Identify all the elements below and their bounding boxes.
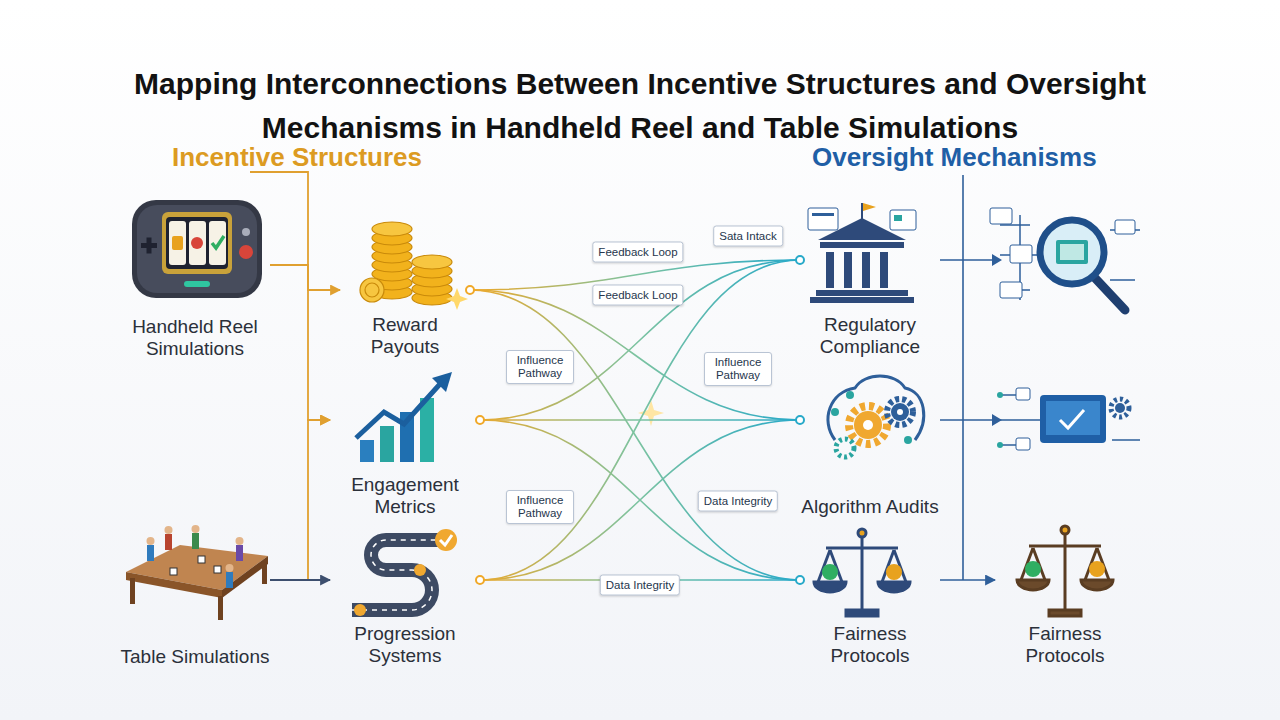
- wire-tag: Feedback Loop: [592, 242, 683, 263]
- diagram-title: Mapping Interconnections Between Incenti…: [90, 62, 1190, 150]
- connector: [940, 579, 995, 581]
- node-label: Reward Payouts: [340, 314, 470, 358]
- connector: [270, 265, 340, 290]
- connector: [270, 265, 330, 420]
- chart-icon: [356, 372, 452, 462]
- node-label: Fairness Protocols: [995, 623, 1135, 667]
- bracket-lines: [250, 172, 1002, 580]
- connector: [470, 290, 800, 420]
- node-label: Progression Systems: [330, 623, 480, 667]
- connector: [480, 260, 800, 580]
- road-icon: [352, 529, 457, 616]
- endpoint-dot: [476, 576, 484, 584]
- connector: [480, 420, 800, 580]
- wire-tag: Data Integrity: [698, 491, 778, 512]
- node-box: Fairness Protocols: [995, 520, 1135, 667]
- sparkle: [638, 400, 664, 426]
- arrow-head: [992, 254, 1002, 426]
- gear-brain-icon: [828, 376, 924, 457]
- wire-tag: Influence Pathway: [704, 352, 772, 386]
- endpoint-dot: [796, 416, 804, 424]
- node-label: Regulatory Compliance: [800, 314, 940, 358]
- wire-tag: Influence Pathway: [506, 490, 574, 524]
- node-box: Handheld Reel Simulations: [120, 195, 270, 360]
- node-label: Fairness Protocols: [800, 623, 940, 667]
- endpoint-dot: [476, 416, 484, 424]
- wire-tag: Sata Intack: [713, 226, 783, 247]
- node-label: Engagement Metrics: [330, 474, 480, 518]
- section-heading: Oversight Mechanisms: [812, 142, 1097, 173]
- wire-tag: Data Integrity: [600, 575, 680, 596]
- connector: [470, 290, 800, 580]
- node-label: Handheld Reel Simulations: [120, 316, 270, 360]
- node-box: Algorithm Audits: [800, 375, 940, 518]
- connector: [480, 420, 800, 580]
- audit-magnifier-icon: [990, 208, 1140, 310]
- connector: [480, 260, 800, 420]
- table-icon: [126, 525, 268, 620]
- wire-tag: Feedback Loop: [592, 285, 683, 306]
- node-box: Engagement Metrics: [330, 370, 480, 518]
- endpoint-dot: [796, 256, 804, 264]
- console-icon: [132, 200, 262, 298]
- node-box: Fairness Protocols: [800, 520, 940, 667]
- node-box: Progression Systems: [330, 525, 480, 667]
- coins-icon: [360, 222, 468, 310]
- scales-icon: [814, 529, 910, 616]
- node-box: Table Simulations: [120, 510, 270, 668]
- bracket-line: [962, 175, 964, 580]
- scales-icon: [1017, 526, 1113, 616]
- endpoint-dot: [796, 576, 804, 584]
- node-box: Regulatory Compliance: [800, 200, 940, 358]
- endpoint-dot: [466, 286, 474, 294]
- section-heading: Incentive Structures: [172, 142, 422, 173]
- connector: [270, 579, 330, 581]
- node-label: Algorithm Audits: [801, 496, 938, 518]
- node-box: Reward Payouts: [340, 215, 470, 358]
- node-label: Table Simulations: [121, 646, 270, 668]
- bracket-line: [940, 260, 1000, 420]
- building-icon: [808, 203, 916, 303]
- monitor-circuit-icon: [997, 388, 1140, 450]
- wire-tag: Influence Pathway: [506, 350, 574, 384]
- connector: [270, 420, 330, 580]
